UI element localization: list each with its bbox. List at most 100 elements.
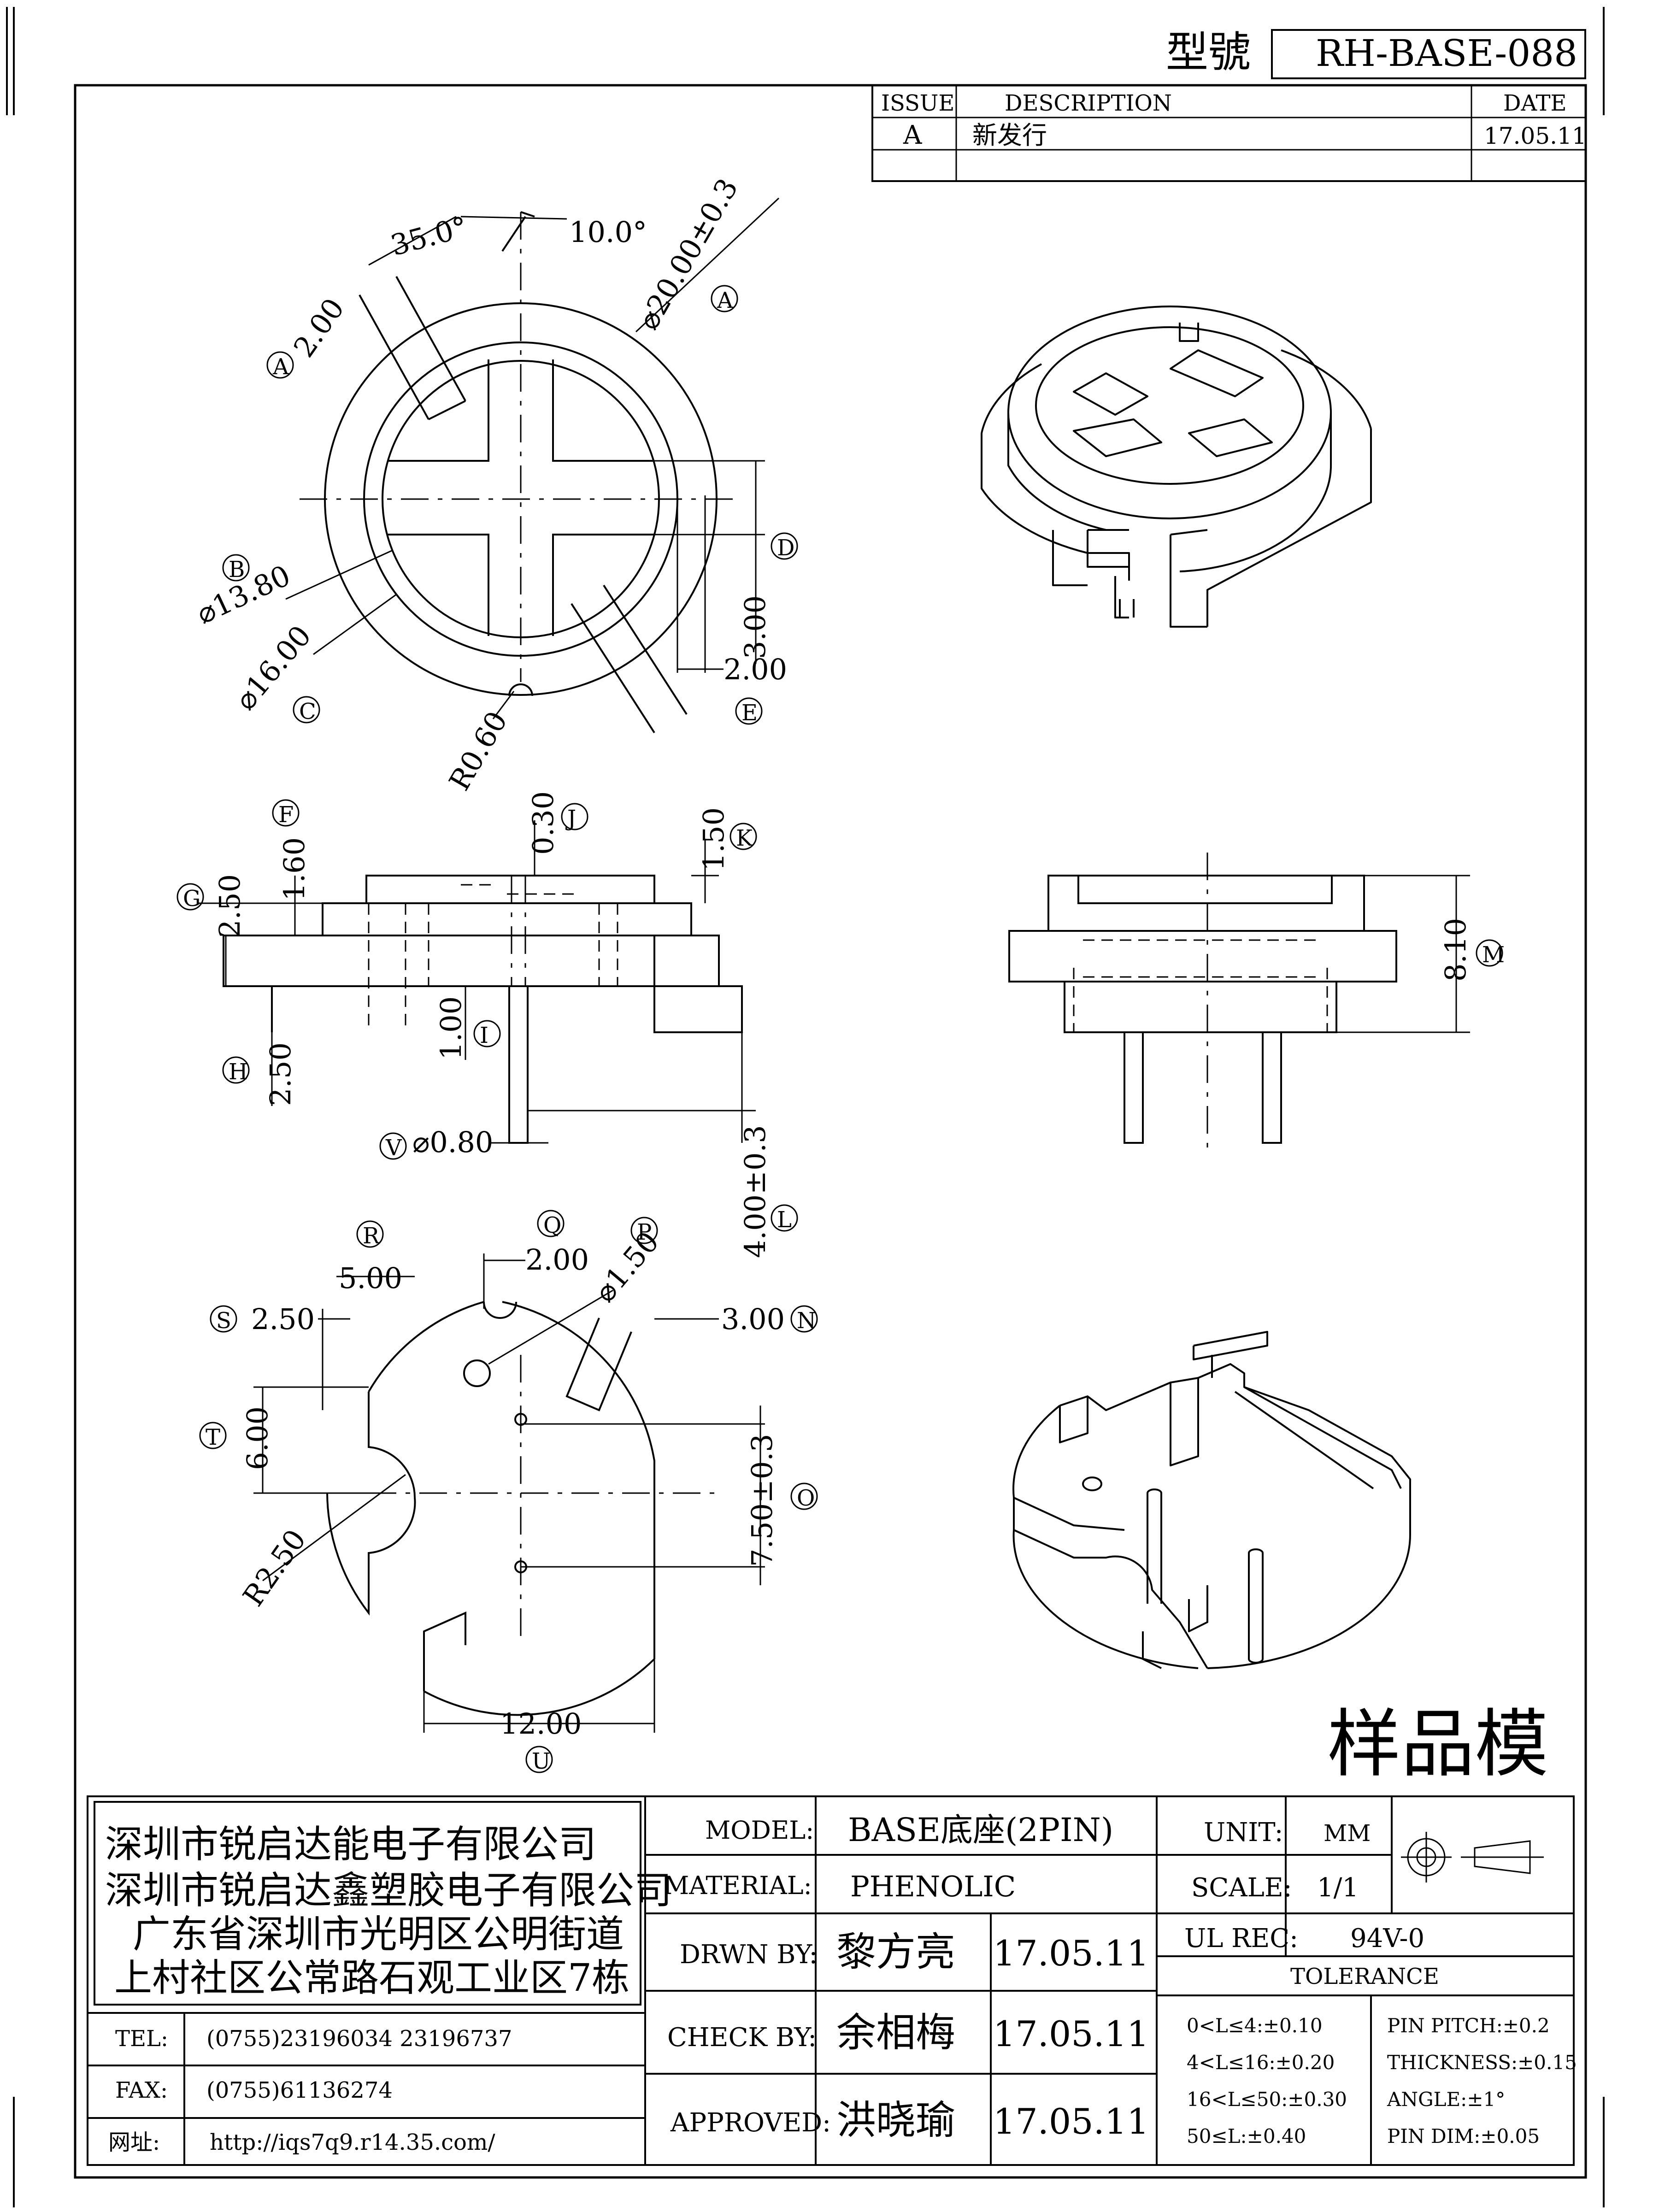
label-e: E — [741, 700, 758, 726]
label-o: O — [797, 1485, 815, 1511]
ul-label: UL REC: — [1184, 1924, 1298, 1953]
check-name: 余相梅 — [836, 2010, 955, 2056]
scale-label: SCALE: — [1191, 1873, 1292, 1903]
dim-phi-150: ⌀1.50 — [588, 1225, 666, 1308]
dim-600: 6.00 — [241, 1406, 274, 1470]
dim-300: 3.00 — [738, 595, 772, 659]
dim-angle-35: 35.0° — [387, 210, 471, 262]
dim-300n: 3.00 — [721, 1302, 785, 1336]
material-label: MATERIAL: — [664, 1871, 812, 1900]
company-line-4: 上村社区公常路石观工业区7栋 — [114, 1956, 629, 2000]
tolerance-left-4: 50≤L:±0.40 — [1187, 2125, 1306, 2147]
label-m: M — [1482, 942, 1505, 968]
tolerance-right-3: ANGLE:±1° — [1387, 2088, 1505, 2111]
unit-label: UNIT: — [1204, 1818, 1283, 1847]
label-k: K — [736, 825, 753, 851]
title-block-text: 深圳市锐启达能电子有限公司 深圳市锐启达鑫塑胶电子有限公司 广东省深圳市光明区公… — [105, 1811, 1577, 2155]
drawn-label: DRWN BY: — [680, 1940, 818, 1970]
label-q: Q — [543, 1212, 561, 1238]
dim-160: 1.60 — [277, 837, 311, 901]
tolerance-title: TOLERANCE — [1290, 1964, 1439, 1989]
tolerance-left-2: 4<L≤16:±0.20 — [1187, 2051, 1335, 2074]
dim-150: 1.50 — [697, 807, 730, 871]
dim-slot-a: 2.00 — [287, 292, 351, 364]
company-line-3: 广东省深圳市光明区公明街道 — [133, 1912, 624, 1956]
label-h: H — [229, 1059, 248, 1085]
dim-1200: 12.00 — [500, 1707, 582, 1741]
label-i: I — [480, 1023, 488, 1048]
label-n: N — [797, 1308, 816, 1334]
fax-label: FAX: — [115, 2077, 168, 2103]
label-r: R — [363, 1223, 380, 1249]
iso-view-bottom — [1012, 1331, 1412, 1669]
approved-date: 17.05.11 — [993, 2101, 1149, 2142]
check-label: CHECK BY: — [667, 2023, 817, 2053]
front-view-dims: 8.10 M — [1336, 875, 1505, 1033]
dim-r060: R0.60 — [442, 706, 514, 796]
rev-col-description: DESCRIPTION — [1005, 90, 1172, 116]
model-caption: 型號 — [1166, 28, 1251, 77]
model-number: RH-BASE-088 — [1316, 32, 1577, 75]
model-label: MODEL: — [705, 1816, 814, 1845]
tolerance-right-1: PIN PITCH:±0.2 — [1387, 2014, 1550, 2037]
tel-label: TEL: — [115, 2026, 168, 2052]
material-value: PHENOLIC — [850, 1870, 1016, 1903]
label-b: B — [229, 557, 245, 582]
approved-label: APPROVED: — [670, 2108, 831, 2138]
dim-angle-10: 10.0° — [569, 215, 647, 249]
model-number-header: 型號 RH-BASE-088 — [1166, 28, 1586, 79]
company-line-2: 深圳市锐启达鑫塑胶电子有限公司 — [105, 1869, 672, 1912]
scale-value: 1/1 — [1317, 1873, 1359, 1903]
front-view — [1008, 853, 1397, 1152]
label-t: T — [206, 1424, 220, 1450]
corner-marks — [6, 7, 1605, 2207]
dim-030: 0.30 — [526, 791, 560, 855]
rev-row-date: 17.05.11 — [1484, 123, 1587, 149]
side-view-dims: 1.60 F 2.50 G 0.30 J 1.50 K 2.50 H 1.00 … — [176, 791, 798, 1258]
top-view-dims: 35.0° 10.0° ⌀20.00±0.3 A A 2.00 B ⌀13.80… — [191, 173, 798, 796]
side-view — [223, 875, 743, 1144]
rev-row-description: 新发行 — [972, 121, 1047, 150]
dim-250h: 2.50 — [264, 1042, 297, 1106]
dim-100: 1.00 — [434, 996, 468, 1060]
title-block — [87, 1795, 1575, 2166]
label-d: D — [777, 535, 794, 561]
web-label: 网址: — [108, 2130, 160, 2155]
label-f: F — [278, 802, 294, 828]
company-line-1: 深圳市锐启达能电子有限公司 — [105, 1823, 596, 1866]
dim-200e: 2.00 — [724, 653, 787, 686]
dim-phi-080: ⌀0.80 — [412, 1125, 493, 1159]
approved-name: 洪晓瑜 — [836, 2097, 955, 2143]
bottom-view — [318, 1301, 719, 1716]
label-j: J — [565, 806, 576, 831]
dim-200q: 2.00 — [525, 1243, 589, 1277]
sheet-border — [74, 84, 1587, 2179]
label-u: U — [532, 1748, 550, 1774]
drawn-date: 17.05.11 — [993, 1933, 1149, 1974]
unit-value: MM — [1324, 1820, 1371, 1847]
tel-value: (0755)23196034 23196737 — [206, 2026, 512, 2052]
label-c: C — [299, 699, 316, 724]
dim-400: 4.00±0.3 — [738, 1125, 772, 1258]
label-s: S — [216, 1308, 231, 1334]
tolerance-left-1: 0<L≤4:±0.10 — [1187, 2014, 1323, 2037]
dim-500: 5.00 — [339, 1261, 402, 1295]
drawn-name: 黎方亮 — [836, 1929, 955, 1975]
rev-col-date: DATE — [1503, 90, 1567, 116]
dim-810: 8.10 — [1439, 918, 1472, 982]
dim-250s: 2.50 — [251, 1302, 315, 1336]
dim-250g: 2.50 — [213, 874, 247, 938]
label-a2: A — [717, 288, 734, 313]
label-a1: A — [272, 354, 289, 380]
ul-value: 94V-0 — [1350, 1924, 1424, 1953]
dim-r250: R2.50 — [236, 1523, 312, 1612]
sample-stamp: 样品模 — [1327, 1701, 1548, 1787]
dim-750: 7.50±0.3 — [745, 1434, 779, 1567]
tolerance-left-3: 16<L≤50:±0.30 — [1187, 2088, 1347, 2111]
tolerance-right-2: THICKNESS:±0.15 — [1387, 2051, 1577, 2074]
model-value: BASE底座(2PIN) — [848, 1811, 1113, 1849]
label-p: P — [637, 1219, 652, 1245]
label-l: L — [777, 1207, 792, 1233]
check-date: 17.05.11 — [993, 2013, 1149, 2054]
